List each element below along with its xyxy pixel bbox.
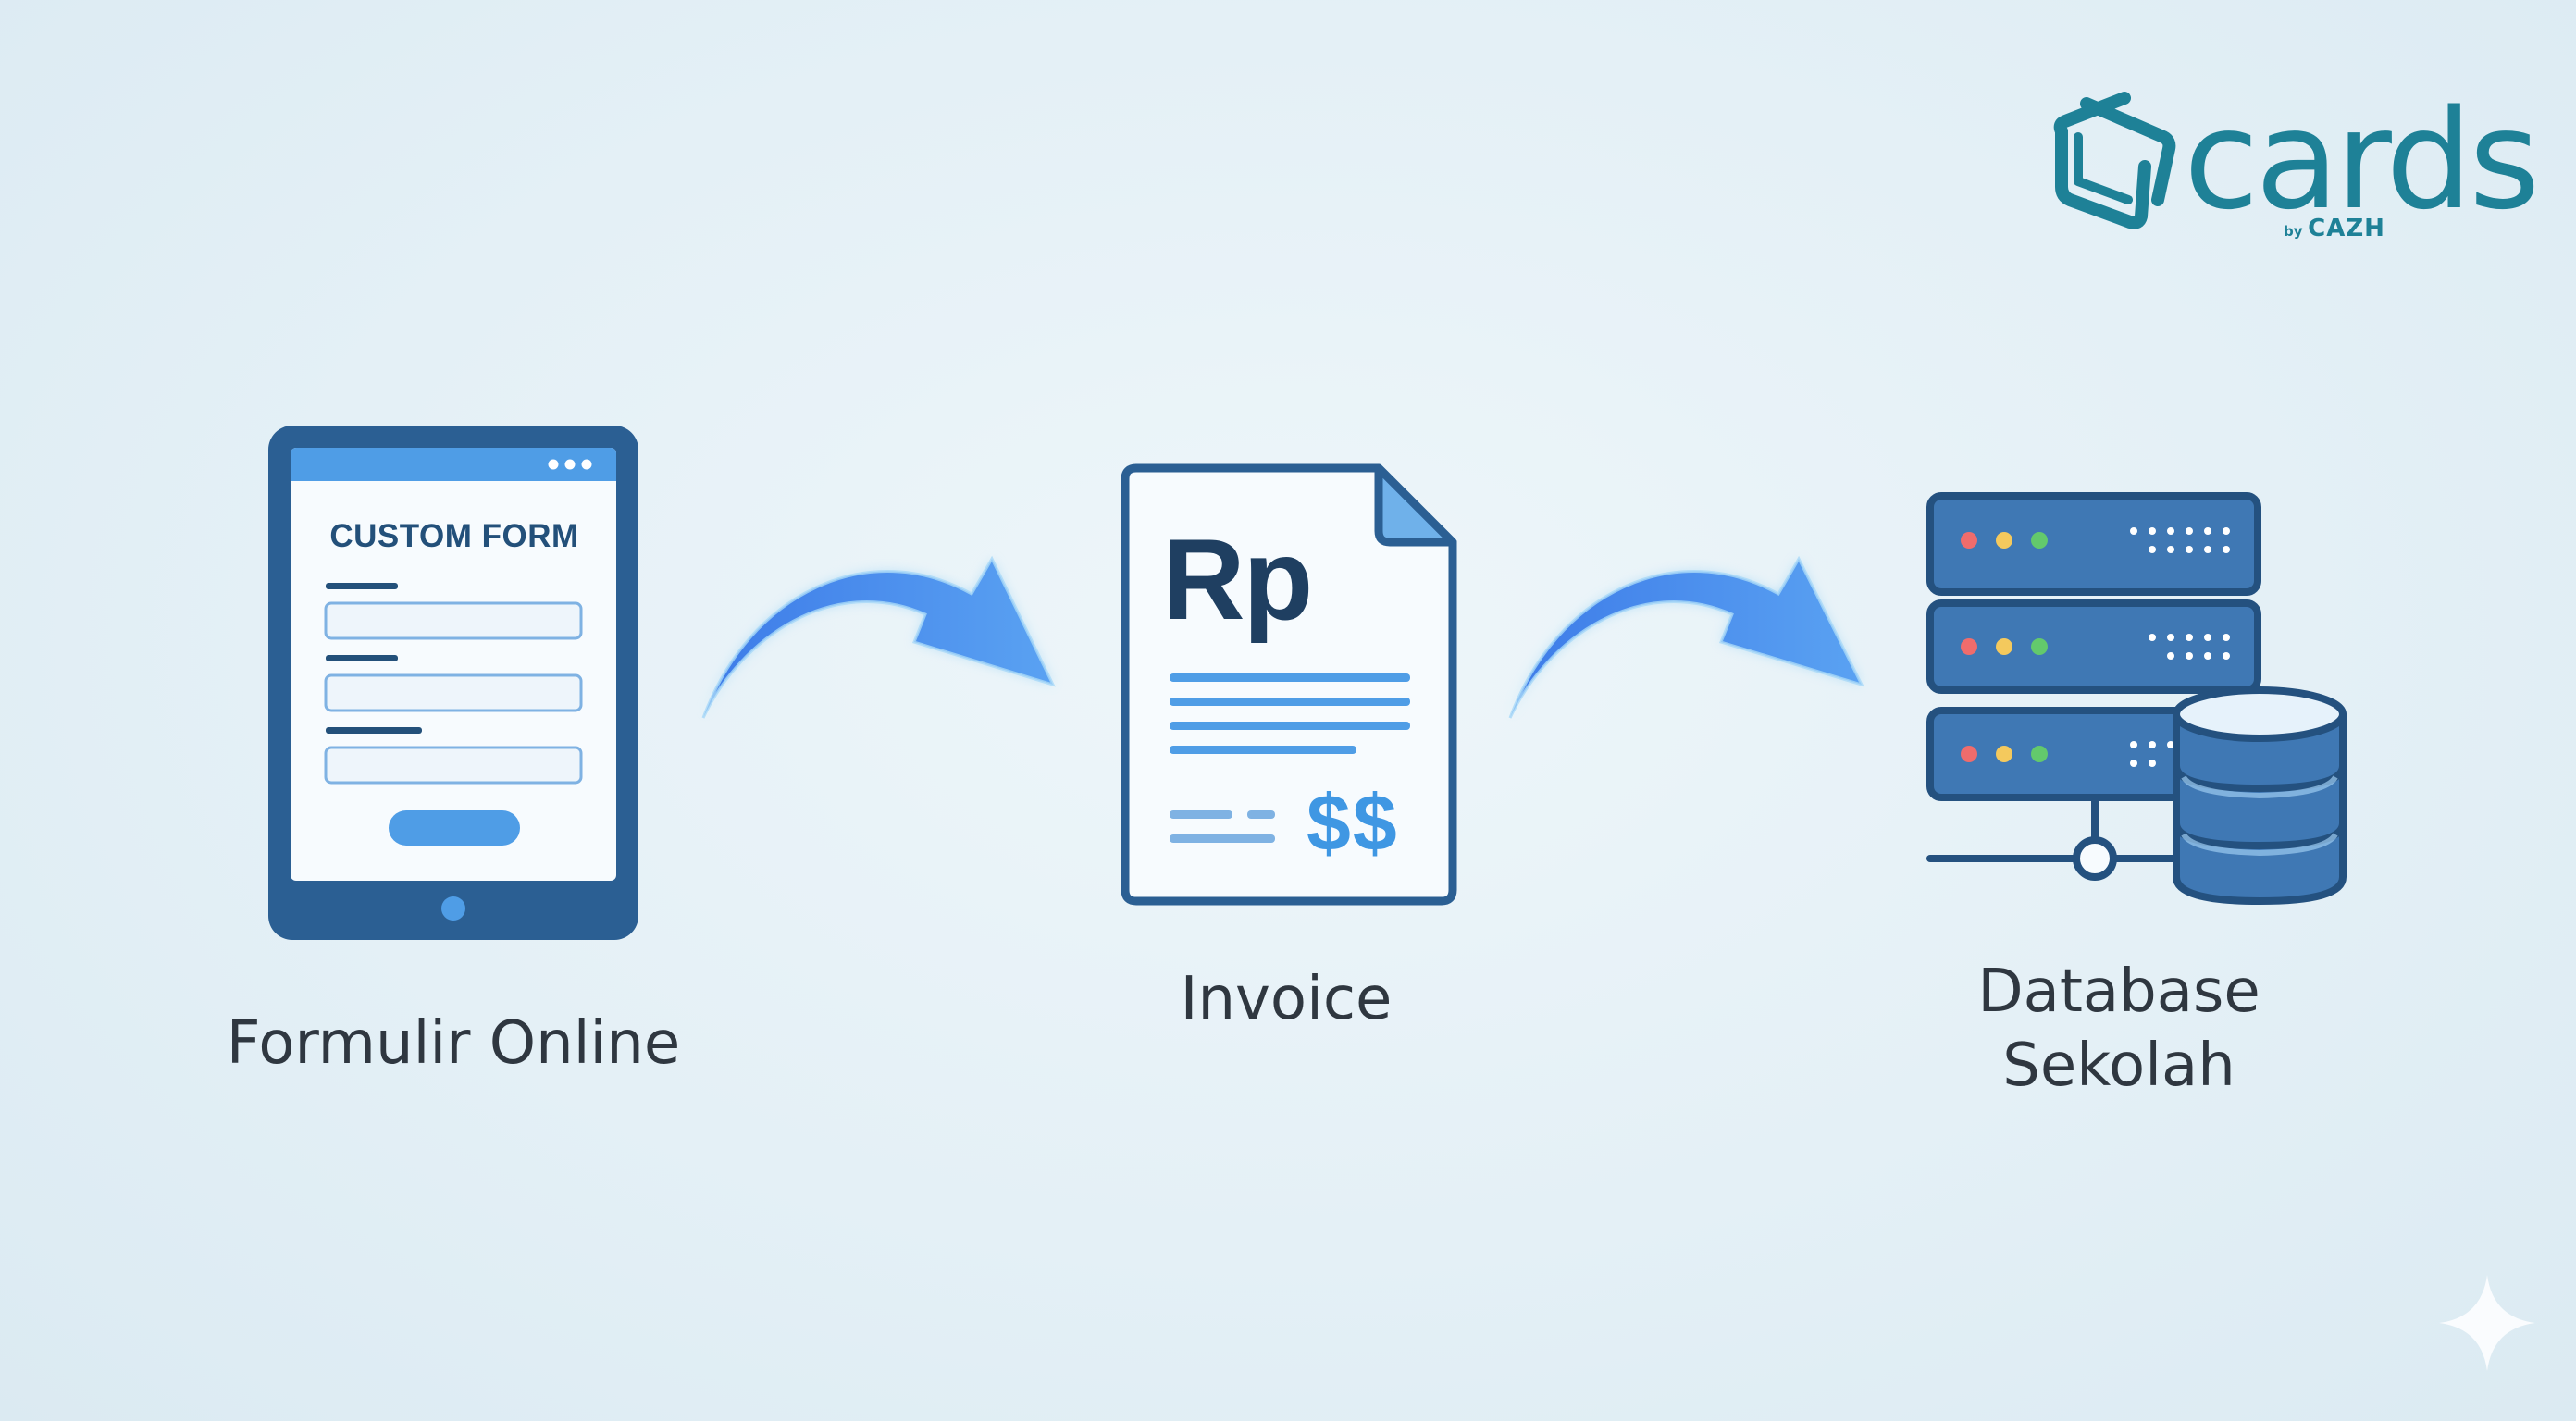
cards-logo-mark-icon — [2053, 92, 2176, 229]
sparkle-icon — [2439, 1275, 2535, 1371]
window-dot-icon — [581, 459, 592, 470]
step-label-database-line1: Database — [1977, 958, 2260, 1026]
database-cylinder-icon — [2173, 686, 2347, 905]
window-dot-icon — [564, 459, 576, 470]
logo-company-text: CAZH — [2308, 215, 2385, 242]
curved-arrow-icon — [1508, 555, 1864, 719]
form-submit-button — [389, 810, 520, 846]
tablet-form-icon — [268, 426, 638, 940]
step-label-form: Formulir Online — [226, 1009, 681, 1078]
curved-arrow-icon — [701, 555, 1056, 719]
logo-byline: by CAZH — [2182, 215, 2487, 242]
window-dot-icon — [548, 459, 559, 470]
server-unit — [1926, 599, 2261, 694]
cards-logo: cards by CAZH — [2045, 81, 2540, 248]
form-screen-title: CUSTOM FORM — [329, 518, 579, 554]
form-field-3 — [324, 746, 583, 785]
step-label-database-line2: Sekolah — [2002, 1032, 2235, 1100]
logo-by-text: by — [2284, 223, 2303, 240]
step-label-invoice: Invoice — [1180, 965, 1393, 1033]
tablet-home-button-icon — [441, 896, 465, 921]
form-field-1 — [324, 601, 583, 640]
logo-wordmark: cards — [2184, 80, 2540, 240]
database-server-icon — [1926, 492, 2347, 905]
invoice-document-icon — [1121, 463, 1457, 906]
step-label-database: Database Sekolah — [1851, 955, 2387, 1103]
invoice-currency-text: Rp — [1162, 516, 1313, 644]
network-node-icon — [2073, 836, 2117, 881]
server-unit — [1926, 492, 2261, 596]
invoice-amount-symbols: $$ — [1307, 779, 1399, 868]
form-field-2 — [324, 673, 583, 712]
